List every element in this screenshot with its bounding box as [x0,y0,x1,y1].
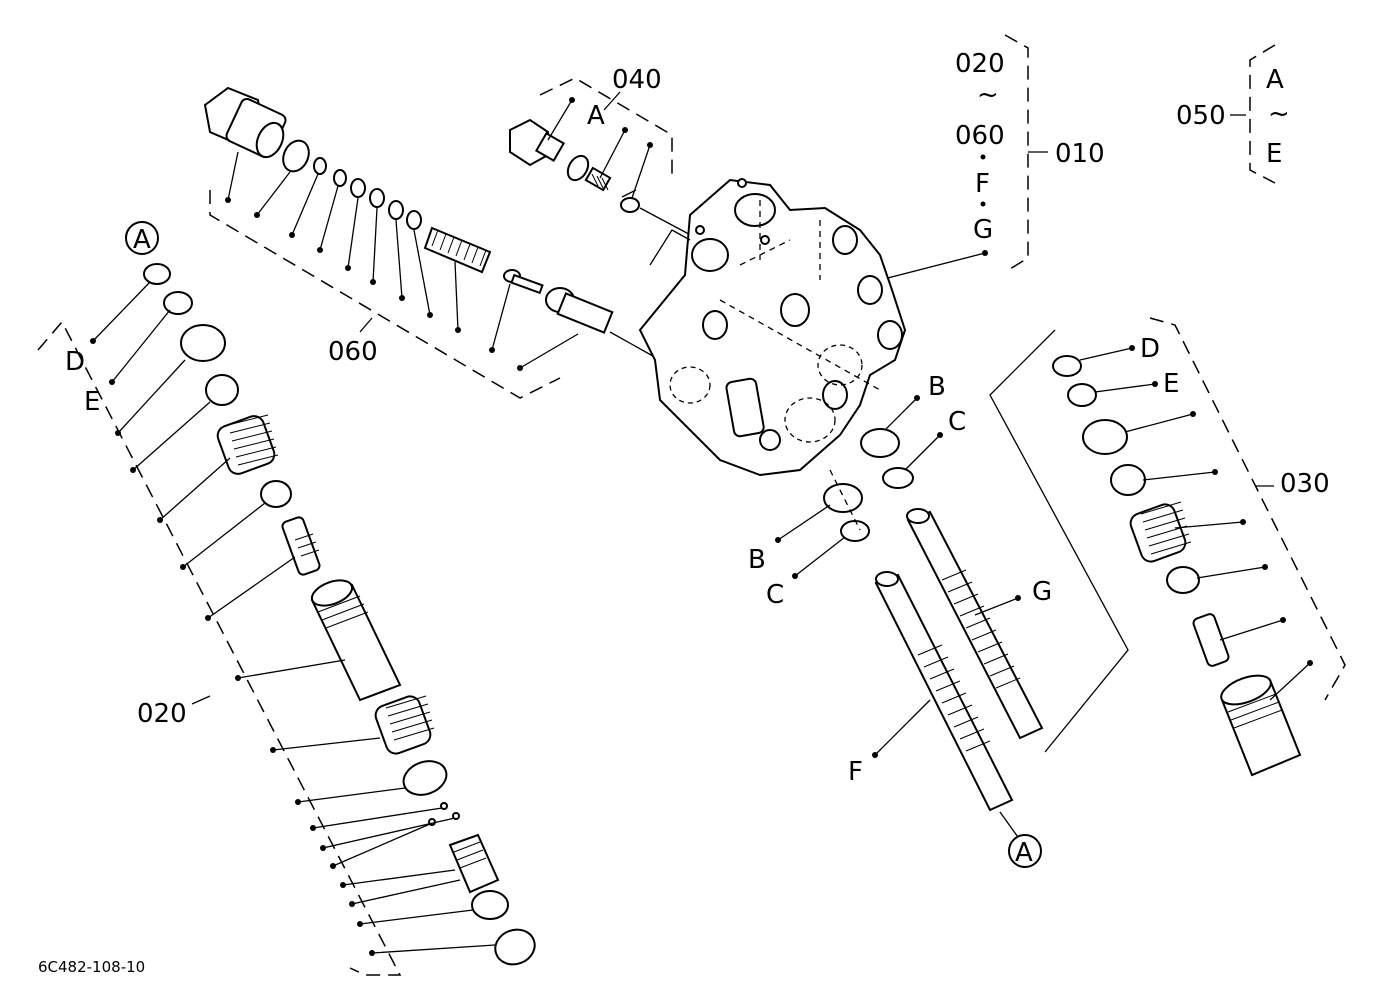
label-060-range-end: 060 [955,121,1005,151]
seal-B-upper [860,428,900,458]
hex-plug-part [203,86,287,159]
cap-right-part [1220,674,1302,777]
plug-part [509,118,566,167]
oring-part [566,154,590,182]
spool-G-part [906,508,1044,740]
snap-ring-left-part [494,928,536,966]
label-060: 060 [328,337,378,367]
spool-F-part [874,571,1014,812]
backup-ring-E-left [163,291,193,315]
ring-C-upper [882,467,914,489]
poppet-part [620,189,640,213]
label-F: F [848,757,863,787]
center-spools: B C B C A G F [748,329,1129,868]
cap-left-part [310,579,402,702]
seal-housing-part [180,324,226,362]
spring-seat-part [205,374,239,406]
label-A-040: A [587,101,605,131]
seal-housing-right [1082,419,1128,455]
label-G-assembly: G [973,215,993,245]
assembly-bracket-010: 020 ~ 060 F G 010 [879,34,1105,281]
oring-large-part [282,139,310,173]
relief-poppet-part [545,287,614,334]
label-E-050: E [1266,139,1282,169]
label-range-tilde-050: ~ [1268,99,1290,129]
spring-seat-right [1110,464,1146,496]
label-E-left: E [84,387,100,417]
label-C-upper: C [948,407,966,437]
label-G: G [1032,577,1052,607]
stem-right-part [1192,613,1230,667]
circle-A-bottom [1008,834,1042,868]
label-E-right: E [1163,369,1179,399]
label-040: 040 [612,65,662,95]
label-C-lower: C [766,580,784,610]
spool-stem-part [281,516,321,576]
label-050: 050 [1176,101,1226,131]
spring-seat-lower-right [1166,566,1200,594]
spring-seat-lower-part [260,480,292,508]
spring-left-part [216,414,279,475]
drawing-code: 6C482-108-10 [38,958,145,976]
cap-seal-left-part [471,890,509,920]
label-020-range-start: 020 [955,49,1005,79]
backup-ring-E-right [1067,383,1097,407]
label-030: 030 [1280,469,1330,499]
label-A-circle-left: A [133,225,151,255]
spring-left-lower-part [374,695,435,755]
spring-right-part [1129,501,1192,563]
relief-spring-part [423,226,492,274]
sleeve-left-part [448,833,500,894]
circle-A-left [125,221,159,255]
label-A-050: A [1266,65,1284,95]
label-B-upper: B [928,372,946,402]
seal-B-lower [823,483,863,513]
assembly-030: 030 D E [1052,317,1346,777]
valve-body-part [638,178,907,477]
assembly-040: 040 A [509,65,701,241]
washer-stack [313,157,422,230]
label-D-right: D [1140,334,1160,364]
label-F-assembly: F [975,169,990,199]
label-010: 010 [1055,139,1105,169]
assembly-060: 060 [203,86,661,399]
pilot-pin-part [503,269,544,295]
washer-left-part [402,760,448,796]
assembly-bracket-050: 050 A ~ E [1176,44,1290,184]
label-020: 020 [137,699,187,729]
small-spring-part [584,166,612,192]
oring-D-left [143,263,171,285]
oring-D-right [1052,355,1082,377]
assembly-020: 020 A [37,221,536,976]
label-A-circle-bottom: A [1015,838,1033,868]
label-D-left: D [65,347,85,377]
ring-C-lower [840,520,870,542]
label-range-tilde: ~ [977,80,999,110]
label-B-lower: B [748,545,766,575]
